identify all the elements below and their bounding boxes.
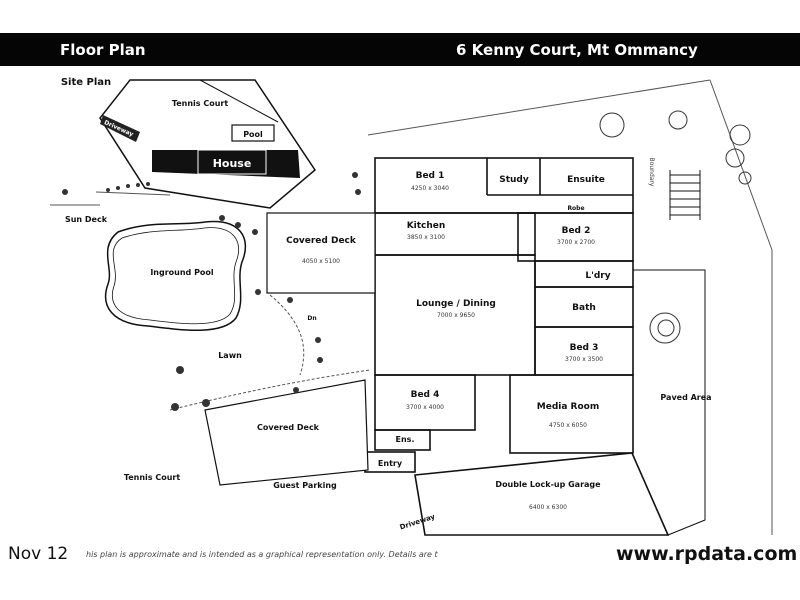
- label-pool: Inground Pool: [150, 268, 214, 277]
- room-labels: Bed 1 4250 x 3040 Study Ensuite Robe Kit…: [286, 171, 611, 511]
- steps-right: [669, 170, 701, 220]
- site-plan-pool: Pool: [243, 130, 263, 139]
- label-ens: Ens.: [396, 435, 415, 444]
- pool-inner: [112, 227, 240, 325]
- label-ldry: L'dry: [585, 271, 610, 281]
- dim-kitchen: 3850 x 3100: [407, 234, 445, 241]
- dim-garage: 6400 x 6300: [529, 504, 567, 511]
- dim-bed2: 3700 x 2700: [557, 239, 595, 246]
- dim-media: 4750 x 6050: [549, 422, 587, 429]
- covered-deck-lower-outline: [204, 379, 369, 486]
- dim-lounge: 7000 x 9650: [437, 312, 475, 319]
- dim-bed3: 3700 x 3500: [565, 356, 603, 363]
- trees: [599, 110, 752, 344]
- label-paved-area: Paved Area: [660, 393, 711, 402]
- label-boundary: Boundary: [648, 158, 655, 187]
- garden-path: [269, 294, 305, 376]
- garage-outline: [414, 452, 670, 536]
- site-plan-title: Site Plan: [61, 77, 111, 88]
- label-kitchen: Kitchen: [407, 221, 446, 231]
- label-garage: Double Lock-up Garage: [495, 480, 601, 489]
- dim-covered-deck-top: 4050 x 5100: [302, 258, 340, 265]
- label-bed1: Bed 1: [416, 171, 445, 181]
- dim-bed1: 4250 x 3040: [411, 185, 449, 192]
- site-plan-driveway-strip: [100, 115, 140, 142]
- label-entry: Entry: [378, 459, 403, 468]
- paved-area-outline: [633, 269, 706, 536]
- footer-website[interactable]: www.rpdata.com: [616, 543, 798, 565]
- header-bar: Floor Plan 6 Kenny Court, Mt Ommancy: [0, 33, 800, 66]
- header-title: Floor Plan: [60, 41, 146, 59]
- label-tennis: Tennis Court: [124, 473, 181, 482]
- label-bed4: Bed 4: [411, 390, 440, 400]
- dim-bed4: 3700 x 4000: [406, 404, 444, 411]
- label-study: Study: [499, 175, 529, 185]
- label-sun-deck: Sun Deck: [65, 215, 108, 224]
- label-robe: Robe: [567, 205, 584, 212]
- site-plan-house: House: [213, 157, 252, 170]
- site-plan-inset: Site Plan Driveway Tennis Court Pool Hou…: [61, 77, 316, 209]
- header-address: 6 Kenny Court, Mt Ommancy: [456, 41, 698, 59]
- site-plan-tennis-line: [199, 79, 279, 123]
- label-media: Media Room: [537, 402, 599, 412]
- label-covered-deck-top: Covered Deck: [286, 236, 357, 246]
- label-covered-deck-lower: Covered Deck: [257, 423, 320, 432]
- house-walls: [364, 157, 634, 473]
- site-plan-pool-box: [231, 124, 275, 142]
- site-plan-tennis: Tennis Court: [172, 99, 229, 108]
- covered-deck-top-outline: [266, 212, 376, 294]
- label-bath: Bath: [572, 303, 596, 313]
- label-bed2: Bed 2: [562, 226, 591, 236]
- pool-outline: [104, 220, 247, 331]
- label-lounge: Lounge / Dining: [416, 299, 496, 309]
- label-lawn: Lawn: [218, 351, 242, 360]
- footer-date: Nov 12: [8, 544, 69, 564]
- label-guest-parking: Guest Parking: [273, 481, 337, 490]
- shrubs: [62, 172, 361, 411]
- label-dn: Dn: [307, 315, 316, 322]
- site-plan-tennis-label: Tennis Court: [172, 99, 229, 108]
- footer-disclaimer: his plan is approximate and is intended …: [86, 550, 438, 559]
- site-plan-house-frame: [197, 149, 267, 175]
- label-bed3: Bed 3: [570, 343, 599, 353]
- label-ensuite: Ensuite: [567, 175, 605, 185]
